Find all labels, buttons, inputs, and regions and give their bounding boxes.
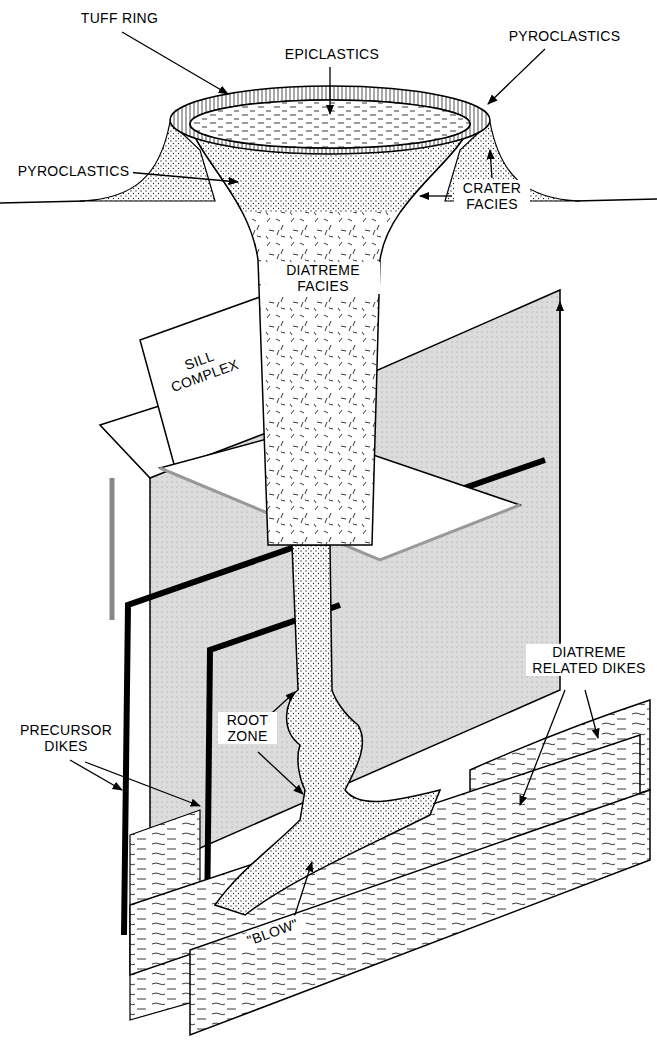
part-label: SILL COMPLEX — [157, 339, 247, 398]
part-label: EPICLASTICS — [280, 46, 384, 62]
part-label: PRECURSOR DIKES — [12, 722, 120, 754]
part-label: PYROCLASTICS — [14, 163, 133, 179]
part-label: "BLOW" — [237, 913, 307, 952]
part-label: PYROCLASTICS — [505, 28, 624, 44]
part-label: ROOT ZONE — [218, 712, 277, 744]
part-label: DIATREME RELATED DIKES — [526, 644, 652, 676]
part-label: TUFF RING — [70, 10, 169, 26]
part-label: CRATER FACIES — [454, 180, 530, 212]
part-label: DIATREME FACIES — [266, 262, 380, 294]
